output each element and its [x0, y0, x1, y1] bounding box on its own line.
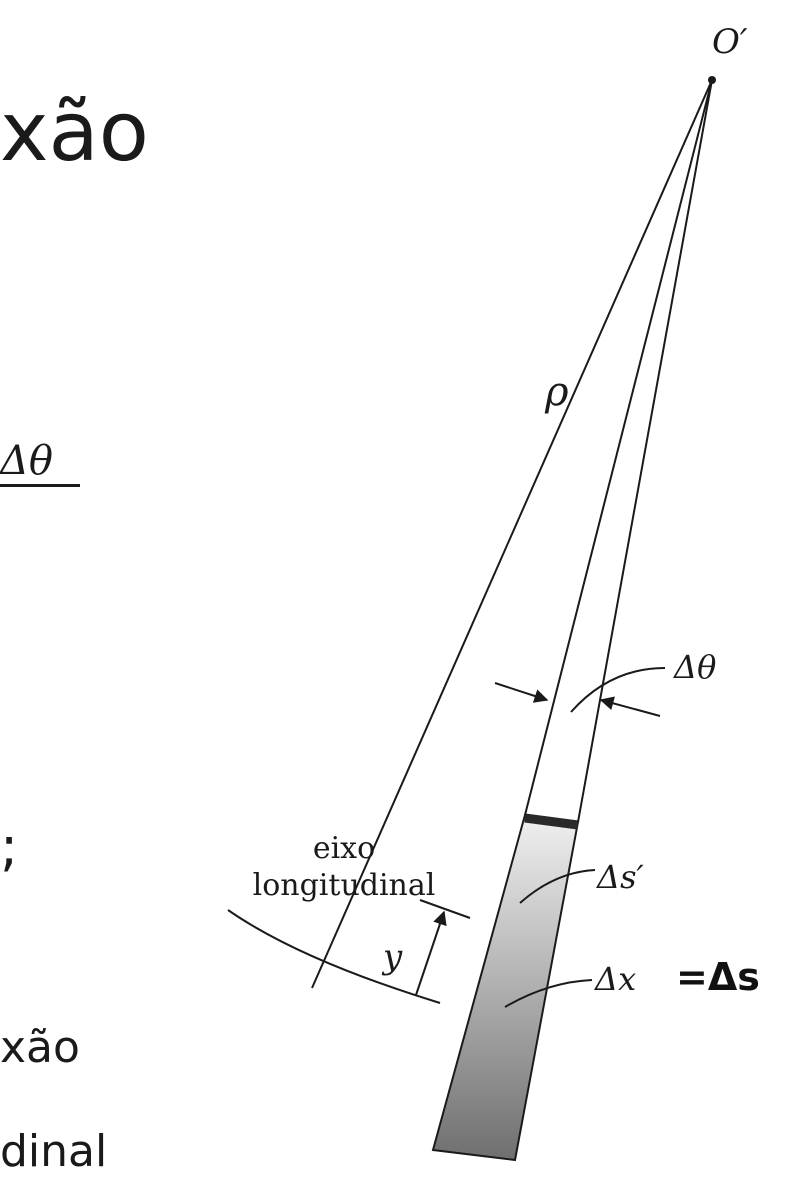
ds-prime-leader [519, 869, 596, 904]
longitudinal-axis-arc [227, 909, 441, 1004]
semicolon-fragment: ; [0, 815, 19, 878]
angle-arrow-right [599, 696, 661, 717]
radius-label: ρ [544, 369, 569, 415]
radius-line-left [311, 79, 713, 989]
angle-label: Δθ [672, 648, 716, 686]
formula-fragment: Δθ [0, 438, 53, 484]
element-top-band [524, 813, 579, 830]
origin-point [708, 76, 716, 84]
y-dimension-tick-top [419, 899, 471, 919]
angle-arrow-left [494, 682, 549, 703]
angle-leader [570, 667, 666, 713]
origin-label: O′ [712, 22, 748, 62]
y-dimension-arrow [415, 910, 447, 996]
dx-leader [504, 979, 593, 1008]
deformed-element [431, 813, 580, 1162]
y-label: y [381, 937, 403, 977]
axis-label-line2: longitudinal [253, 868, 436, 903]
lower-text-fragment-2: dinal [0, 1126, 108, 1177]
dx-label: Δx [593, 960, 636, 998]
radius-line-right [577, 79, 713, 823]
fraction-bar [0, 484, 80, 487]
lower-text-fragment-1: xão [0, 1022, 80, 1073]
radius-line-middle [524, 79, 713, 816]
axis-label-line1: eixo [313, 831, 375, 866]
ds-prime-label: Δs′ [595, 858, 645, 896]
equals-ds-label: =Δs [676, 955, 760, 999]
heading-fragment: xão [0, 85, 149, 180]
